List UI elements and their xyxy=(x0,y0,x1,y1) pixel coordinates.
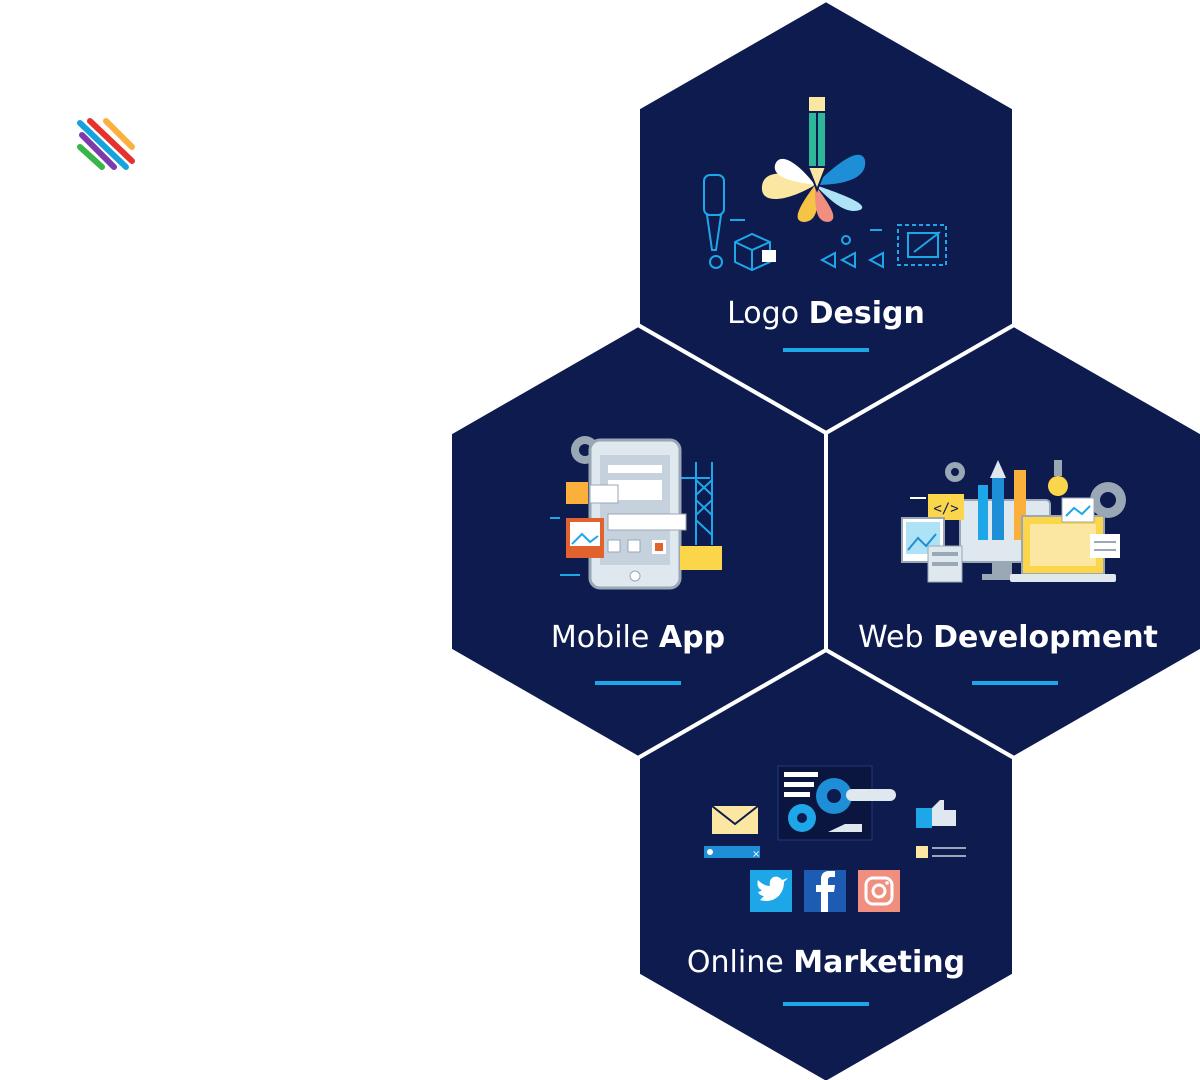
svg-text:×: × xyxy=(752,849,760,860)
service-hex-online-marketing[interactable]: × Online Marketing xyxy=(636,647,1016,1080)
web-dev-tools-icon: </> xyxy=(901,460,1126,583)
service-hex-web-development[interactable]: </> Web D xyxy=(824,322,1200,761)
social-media-marketing-icon: × xyxy=(704,765,966,912)
brand-name: NETCLUES xyxy=(156,121,426,172)
service-title-mobile-app: Mobile App xyxy=(551,620,725,655)
service-title-web-development: Web Development xyxy=(858,620,1158,655)
svg-text:</>: </> xyxy=(933,501,958,517)
title-underline xyxy=(783,348,869,352)
facebook-icon xyxy=(804,870,846,912)
twitter-icon xyxy=(750,870,792,912)
service-hex-mobile-app[interactable]: Mobile App xyxy=(448,322,828,761)
title-underline xyxy=(972,681,1058,685)
service-title-logo-design: Logo Design xyxy=(727,296,925,331)
title-underline xyxy=(783,1002,869,1006)
netclues-stripes-logo-icon xyxy=(77,118,135,170)
pencil-paint-splash-icon xyxy=(703,95,947,272)
service-title-online-marketing: Online Marketing xyxy=(687,945,965,980)
title-underline xyxy=(595,681,681,685)
mobile-wireframe-icon xyxy=(550,436,722,590)
brand-logo[interactable]: NETCLUES xyxy=(76,115,423,175)
instagram-icon xyxy=(858,870,900,912)
